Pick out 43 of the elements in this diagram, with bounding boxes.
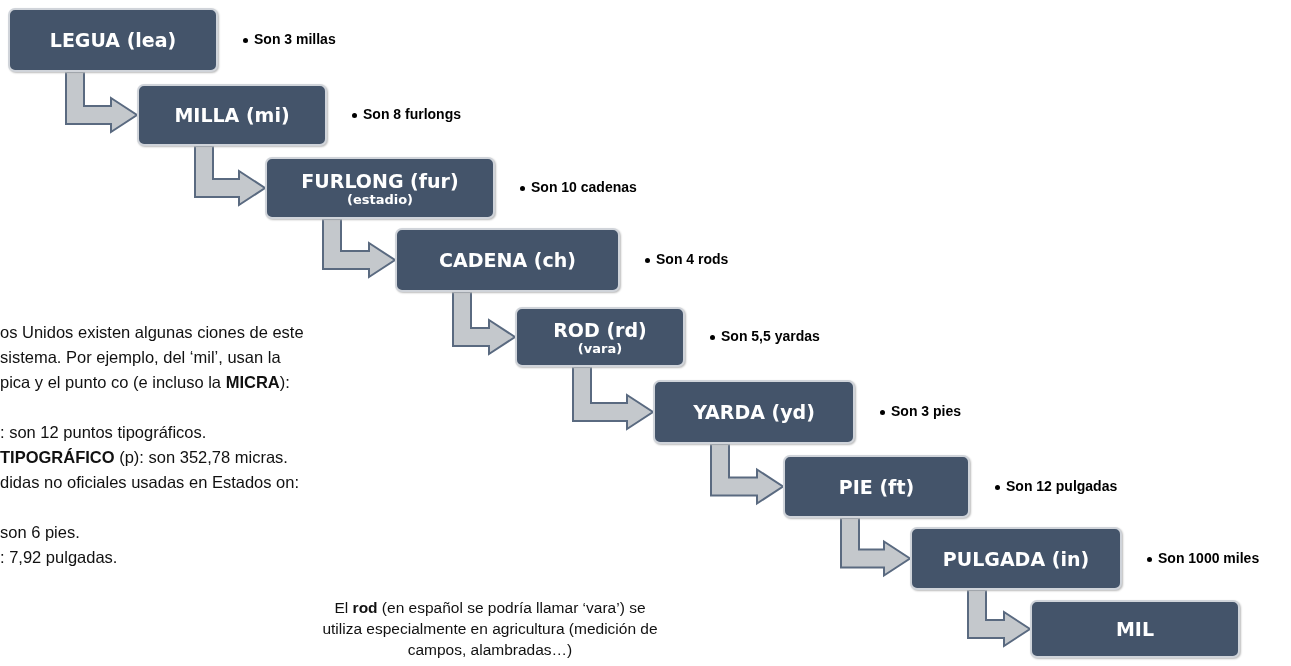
block-arrow xyxy=(840,517,912,578)
side-note: TIPOGRÁFICO (p): son 352,78 micras. xyxy=(0,447,289,468)
unit-box xyxy=(1030,600,1240,658)
unit-box xyxy=(8,8,218,72)
block-arrow xyxy=(322,218,397,279)
conversion-note: Son 3 millas xyxy=(254,31,336,47)
conversion-note: Son 12 pulgadas xyxy=(1006,477,1118,494)
conversion-note: Son 10 cadenas xyxy=(531,179,637,195)
conversion-note: Son 5,5 yardas xyxy=(721,328,820,344)
unit-name: PIE (ft) xyxy=(838,475,915,498)
unit-name: MIL xyxy=(1115,618,1155,640)
unit-name: PULGADA (in) xyxy=(942,547,1090,570)
footnote-paragraph: El rod (en español se podría llamar ‘vara’) se utiliza especialmente en agricultura (medición de campos, alambradas…) xyxy=(321,598,659,660)
block-arrow xyxy=(194,145,267,207)
side-paragraph: didas no oficiales usadas en Estados on: xyxy=(0,472,301,493)
side-note: : son 12 puntos tipográficos. xyxy=(0,422,208,443)
block-arrow xyxy=(967,589,1032,648)
side-paragraph: os Unidos existen algunas ciones de este sistema. Por ejemplo, del ‘mil’, usan la pica y el punto co (e incluso la MICRA): xyxy=(0,322,305,393)
unit-subtitle: (vara) xyxy=(577,340,623,356)
side-note: : 7,92 pulgadas. xyxy=(0,547,119,568)
unit-box xyxy=(395,228,620,292)
unit-box xyxy=(910,527,1122,590)
unit-subtitle: (estadio) xyxy=(346,191,414,207)
side-note: son 6 pies. xyxy=(0,522,81,543)
unit-name: CADENA (ch) xyxy=(439,249,576,271)
unit-name: LEGUA (lea) xyxy=(49,29,177,51)
unit-box xyxy=(653,380,855,444)
block-arrow xyxy=(710,443,785,506)
conversion-note: Son 8 furlongs xyxy=(363,106,461,122)
block-arrow xyxy=(572,366,655,431)
unit-box xyxy=(137,84,327,146)
unit-box xyxy=(783,455,970,518)
block-arrow xyxy=(65,71,139,134)
conversion-note: Son 1000 miles xyxy=(1158,549,1260,566)
conversion-note: Son 3 pies xyxy=(891,403,962,419)
unit-name: MILLA (mi) xyxy=(174,104,290,126)
unit-name: FURLONG (fur) xyxy=(301,169,459,192)
conversion-note: Son 4 rods xyxy=(656,251,729,267)
unit-name: ROD (rd) xyxy=(553,318,647,341)
unit-name: YARDA (yd) xyxy=(693,401,815,423)
unit-box xyxy=(265,157,495,219)
block-arrow xyxy=(452,291,517,356)
unit-box xyxy=(515,307,685,367)
